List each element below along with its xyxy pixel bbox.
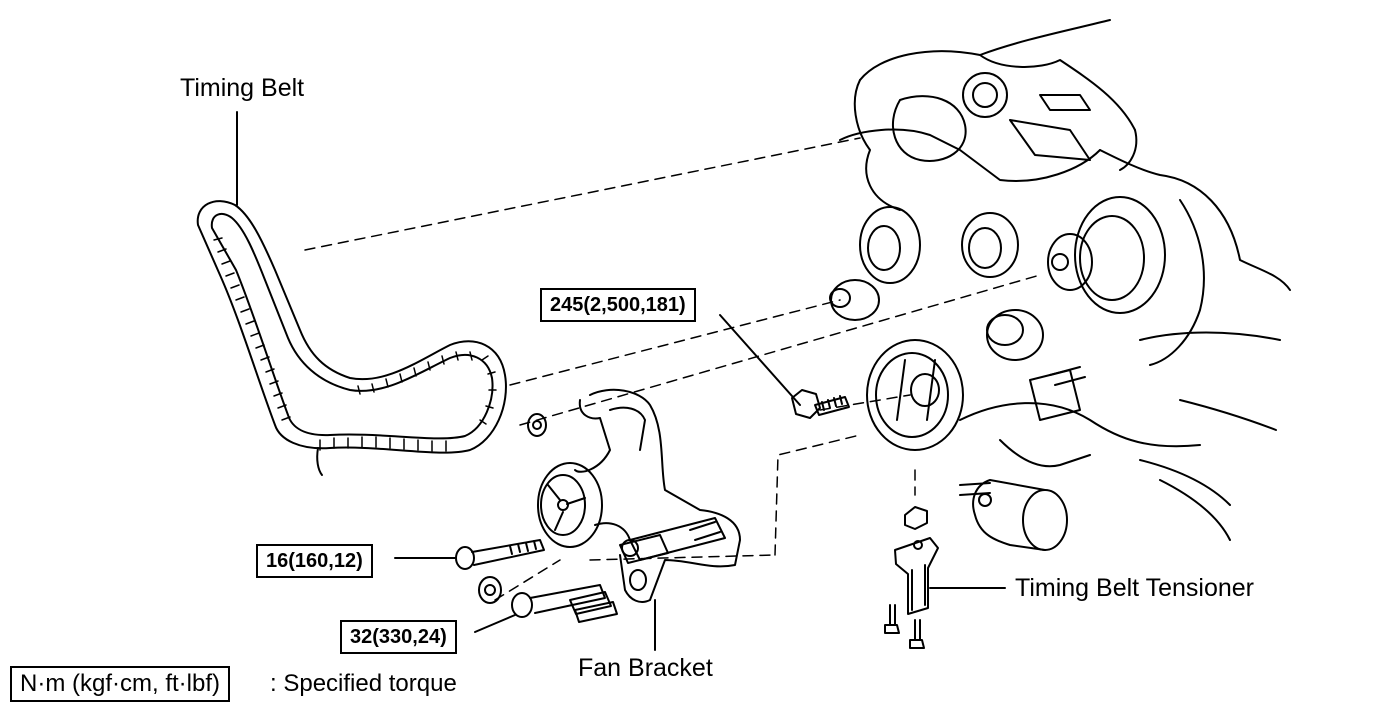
bolt-32 <box>478 576 618 623</box>
bolt-32-leader <box>474 614 516 633</box>
fan-bracket-label: Fan Bracket <box>578 654 713 682</box>
torque-bolt-16-box: 16(160,12) <box>256 544 373 578</box>
alignment-dashes <box>304 137 1041 601</box>
torque-unit-legend-box: N·m (kgf·cm, ft·lbf) <box>10 666 230 702</box>
timing-belt-label: Timing Belt <box>180 74 305 102</box>
torque-bolt-32-box: 32(330,24) <box>340 620 457 654</box>
crank-pulley-bolt <box>791 389 850 419</box>
torque-legend-text: : Specified torque <box>270 670 457 697</box>
fan-bracket-assembly <box>527 388 741 603</box>
timing-belt <box>196 200 507 476</box>
timing-belt-tensioner-label: Timing Belt Tensioner <box>1015 574 1255 602</box>
bolt-16 <box>455 539 545 570</box>
crank-bolt-leader <box>719 314 801 406</box>
timing-belt-tensioner-part <box>884 506 939 649</box>
torque-crank-bolt-box: 245(2,500,181) <box>540 288 696 322</box>
engine-block <box>829 19 1291 551</box>
